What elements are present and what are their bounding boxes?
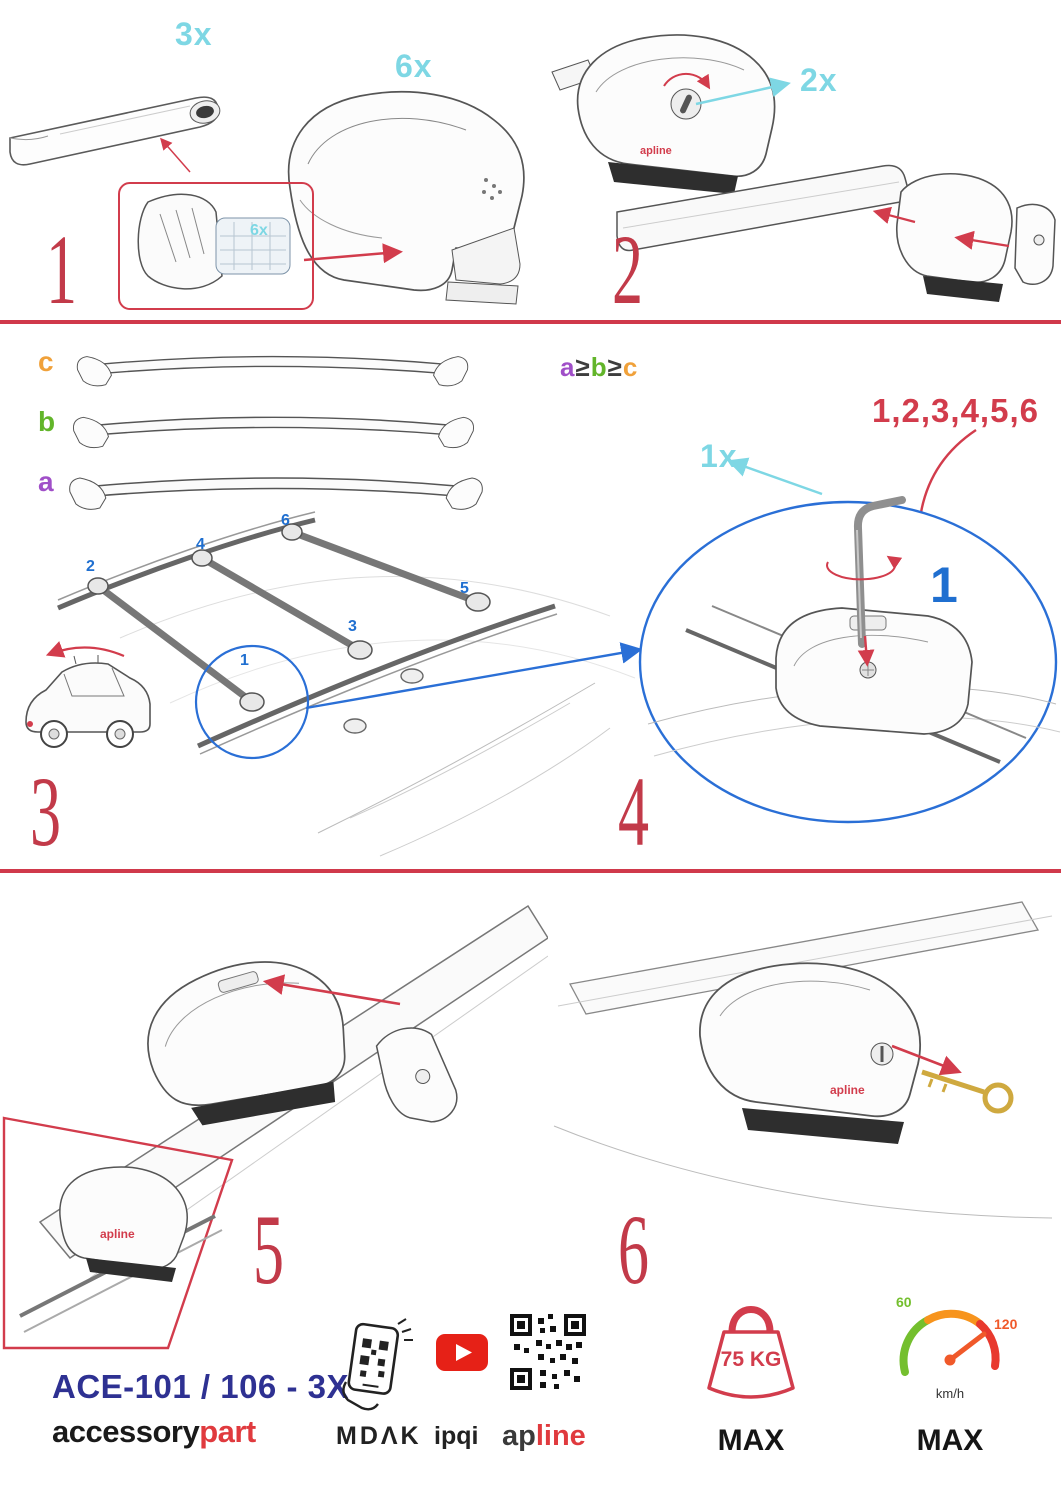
car-direction-inset bbox=[25, 641, 151, 748]
foot-quantity-label: 6x bbox=[395, 48, 433, 84]
apline-logo-small: apline bbox=[640, 145, 672, 157]
apline-logo-small: apline bbox=[100, 1227, 135, 1241]
model-number: ACE-101 / 106 - 3X bbox=[52, 1368, 349, 1405]
crossbar-a-drawing bbox=[69, 477, 483, 510]
order-ge1: ≥ bbox=[575, 352, 591, 382]
speed-unit-label: km/h bbox=[935, 1386, 965, 1401]
speed-green-value: 60 bbox=[896, 1294, 912, 1310]
key-icon bbox=[921, 1069, 1014, 1114]
crossbar-profile-drawing bbox=[9, 96, 221, 173]
slide-arrow bbox=[872, 206, 916, 224]
inset-to-foot-arrow bbox=[303, 243, 403, 264]
section-divider-1 bbox=[0, 320, 1061, 324]
brand-red-part: part bbox=[199, 1414, 256, 1449]
logo-black-part: ap bbox=[502, 1420, 536, 1452]
qr-code-icon bbox=[510, 1314, 586, 1390]
lock-quantity-arrow bbox=[695, 77, 791, 106]
order-c: c bbox=[622, 352, 639, 382]
foot-number-1: 1 bbox=[240, 652, 249, 669]
lock-rotation-arrow bbox=[663, 72, 711, 90]
weight-limit-value: 75 KG bbox=[720, 1348, 782, 1371]
crossbar-c-drawing bbox=[76, 355, 469, 387]
insert-arrow bbox=[954, 230, 1010, 250]
section-divider-2 bbox=[0, 869, 1061, 873]
speedometer-icon bbox=[899, 1309, 1000, 1376]
key-insert-arrow bbox=[891, 1044, 962, 1076]
bar-label-b: b bbox=[38, 406, 56, 437]
foot-1-highlight-circle bbox=[194, 644, 310, 760]
max-weight-icon bbox=[707, 1306, 795, 1399]
weight-max-label: MAX bbox=[717, 1424, 785, 1457]
detail-callout-arrow bbox=[305, 642, 643, 710]
pad-quantity-label: 6x bbox=[250, 222, 268, 239]
step-2-number: 2 bbox=[612, 214, 643, 325]
tighten-sequence-label: 1,2,3,4,5,6 bbox=[872, 392, 1039, 429]
step-5-number: 5 bbox=[253, 1194, 284, 1305]
pad-detail-inset bbox=[118, 182, 314, 310]
youtube-icon bbox=[436, 1334, 488, 1371]
speed-max-label: MAX bbox=[916, 1424, 984, 1457]
first-foot-number: 1 bbox=[930, 557, 958, 613]
bar-quantity-label: 3x bbox=[175, 16, 213, 52]
foot-lock-drawing: apline bbox=[551, 34, 776, 194]
tightening-detail-drawing bbox=[638, 496, 1061, 824]
rotation-arrow bbox=[826, 555, 903, 581]
foot-rail-mounting-drawing: apline bbox=[2, 904, 548, 1350]
allen-key-icon bbox=[853, 496, 906, 648]
front-direction-arrow bbox=[45, 641, 125, 658]
step-3-number: 3 bbox=[30, 756, 61, 867]
step-1-number: 1 bbox=[46, 214, 77, 325]
order-b: b bbox=[590, 352, 608, 382]
brand-wordmark: accessorypart bbox=[52, 1414, 256, 1450]
foot-number-5: 5 bbox=[460, 580, 469, 597]
tighten-arrow bbox=[857, 635, 875, 667]
partner-mdak-label: MDΛK bbox=[336, 1422, 422, 1450]
attach-arrow bbox=[262, 974, 401, 1006]
logo-red-part: line bbox=[535, 1420, 586, 1452]
order-a: a bbox=[560, 352, 576, 382]
result-inset-frame bbox=[2, 1116, 234, 1350]
foot-underside-drawing bbox=[137, 193, 291, 290]
bar-foot-assembly-drawing bbox=[616, 164, 1056, 302]
key-quantity-arrow bbox=[727, 457, 823, 496]
car-roof-installation-drawing bbox=[57, 511, 643, 857]
brand-black-part: accessory bbox=[52, 1414, 200, 1449]
hand-outline bbox=[342, 1381, 379, 1411]
foot-number-2: 2 bbox=[86, 558, 95, 575]
order-ge2: ≥ bbox=[607, 352, 623, 382]
partner-ipqi-label: ipqi bbox=[434, 1422, 479, 1450]
foot-locking-drawing: apline bbox=[553, 901, 1053, 1219]
bar-label-c: c bbox=[38, 346, 54, 377]
step-6-number: 6 bbox=[618, 1194, 649, 1305]
step-4-number: 4 bbox=[618, 756, 649, 867]
scan-phone-icon bbox=[342, 1318, 413, 1411]
speed-red-value: 120 bbox=[994, 1316, 1018, 1332]
bar-label-a: a bbox=[38, 466, 54, 497]
foot-number-4: 4 bbox=[196, 536, 205, 553]
foot-assembly-drawing bbox=[287, 91, 525, 305]
foot-number-6: 6 bbox=[281, 512, 290, 529]
apline-wordmark: apline bbox=[502, 1420, 586, 1453]
lock-quantity-label: 2x bbox=[800, 62, 838, 98]
crossbar-b-drawing bbox=[72, 416, 475, 449]
bar-length-order: a≥b≥c bbox=[560, 352, 638, 383]
gauge-needle bbox=[947, 1331, 987, 1363]
apline-logo-small: apline bbox=[830, 1083, 865, 1097]
bar-pointer-arrow bbox=[160, 137, 191, 173]
foot-number-3: 3 bbox=[348, 618, 357, 635]
